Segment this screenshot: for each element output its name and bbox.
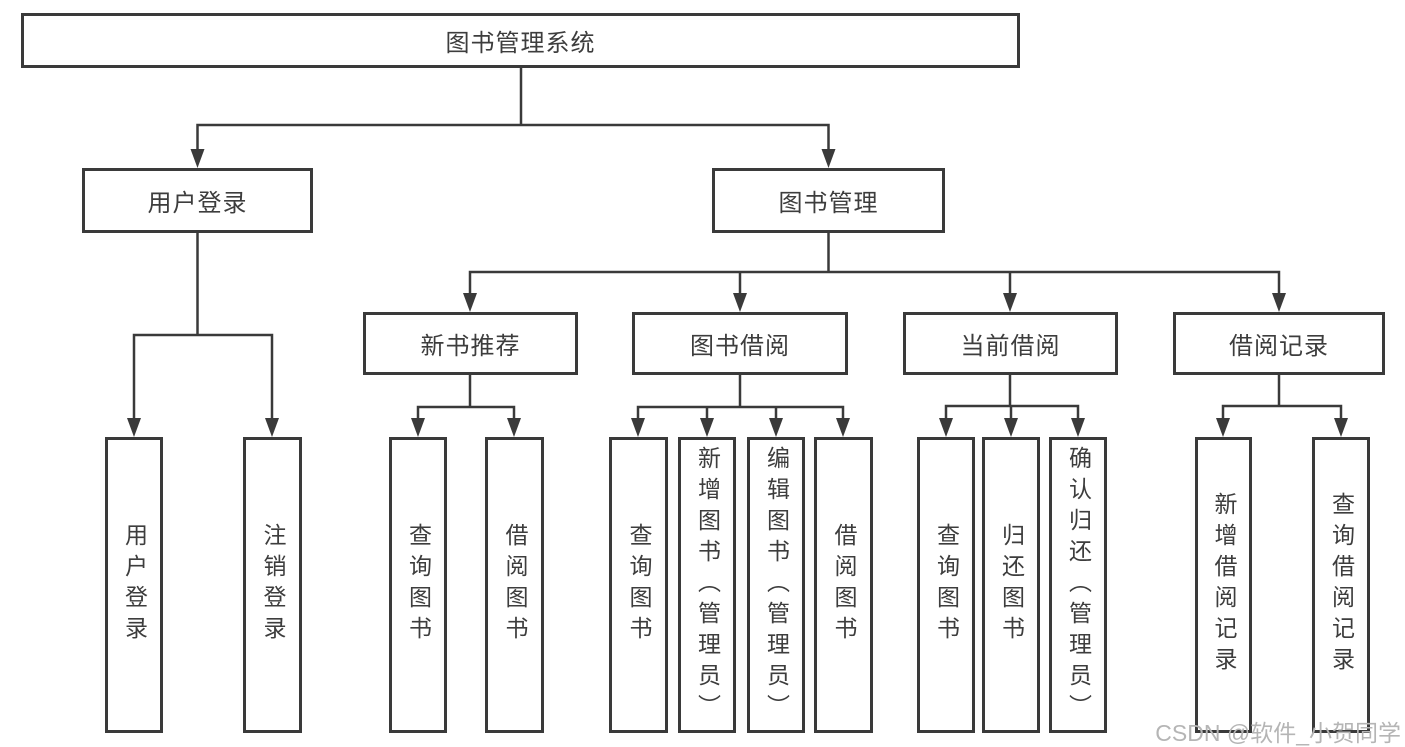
node-borrow-records: 借阅记录 bbox=[1173, 312, 1385, 375]
csdn-watermark: CSDN @软件_小贺同学 bbox=[1155, 720, 1401, 746]
leaf-label: 查询图书 bbox=[626, 523, 652, 647]
leaf-label: 编辑图书（管理员） bbox=[763, 445, 790, 725]
leaf-return-books: 归还图书 bbox=[982, 437, 1040, 733]
leaf-add-borrow-record: 新增借阅记录 bbox=[1195, 437, 1252, 733]
leaf-label: 借阅图书 bbox=[831, 523, 857, 647]
leaf-label: 用户登录 bbox=[121, 523, 148, 647]
leaf-label: 查询图书 bbox=[933, 523, 960, 647]
leaf-logout: 注销登录 bbox=[243, 437, 302, 733]
leaf-borrow-books-recommend: 借阅图书 bbox=[485, 437, 544, 733]
node-book-management: 图书管理 bbox=[712, 168, 945, 233]
leaf-edit-books-admin: 编辑图书（管理员） bbox=[747, 437, 805, 733]
leaf-query-books-recommend: 查询图书 bbox=[389, 437, 447, 733]
leaf-query-books-borrow: 查询图书 bbox=[609, 437, 668, 733]
node-book-borrow: 图书借阅 bbox=[632, 312, 848, 375]
leaf-add-books-admin: 新增图书（管理员） bbox=[678, 437, 736, 733]
node-new-book-recommend: 新书推荐 bbox=[363, 312, 578, 375]
leaf-label: 确认归还（管理员） bbox=[1065, 445, 1092, 725]
leaf-label: 归还图书 bbox=[998, 523, 1025, 647]
leaf-label: 借阅图书 bbox=[502, 523, 528, 647]
leaf-label: 注销登录 bbox=[260, 523, 286, 647]
leaf-confirm-return-admin: 确认归还（管理员） bbox=[1049, 437, 1107, 733]
leaf-user-login: 用户登录 bbox=[105, 437, 163, 733]
leaf-query-borrow-record: 查询借阅记录 bbox=[1312, 437, 1370, 733]
leaf-borrow-books: 借阅图书 bbox=[814, 437, 873, 733]
leaf-label: 新增借阅记录 bbox=[1211, 492, 1237, 678]
leaf-label: 查询借阅记录 bbox=[1328, 492, 1355, 678]
node-user-login: 用户登录 bbox=[82, 168, 313, 233]
node-current-borrow: 当前借阅 bbox=[903, 312, 1118, 375]
leaf-label: 查询图书 bbox=[405, 523, 432, 647]
node-root-library-system: 图书管理系统 bbox=[21, 13, 1020, 68]
leaf-query-books-current: 查询图书 bbox=[917, 437, 975, 733]
leaf-label: 新增图书（管理员） bbox=[694, 445, 721, 725]
